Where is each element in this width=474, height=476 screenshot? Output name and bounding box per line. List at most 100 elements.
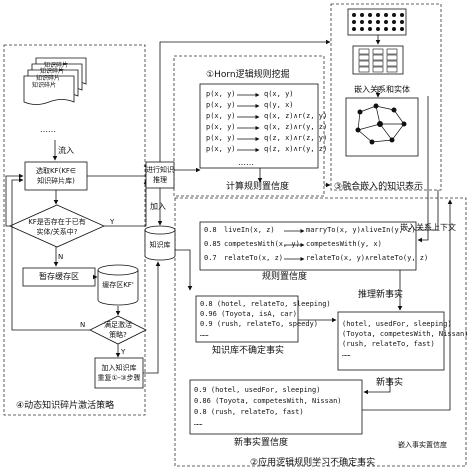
fact-conf-box xyxy=(189,379,363,435)
rule-conf-rhs: competesWith(y, x) xyxy=(306,240,382,248)
rule-conf-box xyxy=(199,221,417,271)
select-kf-text: 选取KF(KF∈ 知识碎片库) xyxy=(35,167,77,185)
horn-region xyxy=(173,55,325,197)
kb-cylinder xyxy=(144,225,176,261)
rule-conf-lhs: liveIn(x, z) xyxy=(224,226,275,234)
matrix-dot xyxy=(368,27,372,31)
embedding-cell xyxy=(386,48,398,55)
horn-rule-rhs: q(y, x) xyxy=(264,101,294,109)
embed-region xyxy=(330,3,442,191)
exist-decision-text: KF是否存在于已有 实体/关系中? xyxy=(28,218,86,236)
embedding-cell xyxy=(358,60,370,67)
matrix-dot xyxy=(368,20,372,24)
fact-conf-4: …… xyxy=(194,419,203,427)
learn-region xyxy=(174,197,467,467)
rule-conf-value: 0.85 xyxy=(204,240,221,248)
uncertain-label: 知识库不确定事实 xyxy=(212,346,285,356)
rule-conf-lhs: competesWith(x, y) xyxy=(224,240,300,248)
fact-conf-2: 0.86 (Toyota, competesWith, Nissan) xyxy=(194,397,342,405)
temp-area-text: 暂存缓存区 xyxy=(39,272,79,281)
new-fact-2: (Toyota, competesWith, Nissan) xyxy=(342,330,469,338)
rule-conf-rhs: marryTo(x, y)∧liveIn(y, z) xyxy=(306,226,416,234)
horn-rule-lhs: p(x, y) xyxy=(206,134,236,142)
embedding-cell xyxy=(372,60,384,67)
ellipsis-left: …… xyxy=(40,125,56,134)
uncertain-fact-3: 0.9 (rush, relateTo, speedy) xyxy=(200,320,319,328)
embed-relation-entity: 嵌入关系和实体 xyxy=(354,85,410,94)
matrix-dot xyxy=(360,27,364,31)
inflow-label: 流入 xyxy=(58,146,74,155)
uncertain-fact-1: 0.8 (hotel, relateTo, sleeping) xyxy=(200,300,331,308)
new-facts-box xyxy=(337,311,445,371)
strategy-title: ④动态知识碎片激活策略 xyxy=(16,401,115,411)
horn-rule-rhs: q(x, z)∧r(z, y) xyxy=(264,112,328,120)
matrix-dot xyxy=(368,13,372,17)
infer-new-label: 推理新事实 xyxy=(358,290,404,300)
add-label: 加入 xyxy=(150,202,166,211)
calc-rule-conf: 计算规则置信度 xyxy=(226,182,290,192)
horn-rule-lhs: p(x, y) xyxy=(206,101,236,109)
matrix-dot xyxy=(392,27,396,31)
matrix-dot xyxy=(376,13,380,17)
horn-rule-lhs: p(x, y) xyxy=(206,123,236,131)
horn-rule-rhs: q(x, z)∧r(y, z) xyxy=(264,123,328,131)
select-kf-box xyxy=(24,161,88,191)
rule-conf-rhs: relateTo(x, y)∧relateTo(y, z) xyxy=(306,254,429,262)
embed-title: ③融合嵌入的知识表示 xyxy=(334,182,424,192)
horn-rule-rhs: q(z, x)∧r(z, y) xyxy=(264,134,328,142)
exist-decision xyxy=(9,204,105,248)
activate-decision-text: 满足激活 策略? xyxy=(104,321,132,339)
embedding-cell xyxy=(386,54,398,61)
matrix-dot xyxy=(392,13,396,17)
matrix-dot xyxy=(392,20,396,24)
cache-cylinder xyxy=(97,264,139,306)
matrix-dot xyxy=(376,20,380,24)
embedding-cell xyxy=(372,54,384,61)
doc-label-1: 知识碎片 xyxy=(44,62,69,69)
embedding-cell xyxy=(386,66,398,73)
horn-rule-rhs: q(z, x)∧r(y, z) xyxy=(264,145,328,153)
uncertain-fact-4: …… xyxy=(200,330,209,338)
matrix-dot xyxy=(352,20,356,24)
inference-box xyxy=(145,161,175,189)
kb-text: 知识库 xyxy=(149,241,171,249)
new-fact-1: (hotel, usedFor, sleeping) xyxy=(342,320,452,328)
uncertain-fact-2: 0.96 (Toyota, isA, car) xyxy=(200,310,297,318)
matrix-dot xyxy=(360,20,364,24)
matrix-dot xyxy=(400,27,404,31)
matrix-dot xyxy=(384,27,388,31)
matrix-dot xyxy=(360,13,364,17)
matrix-dot xyxy=(400,20,404,24)
y-label-2: Y xyxy=(121,348,126,356)
matrix-dot xyxy=(400,13,404,17)
add-kb-box xyxy=(94,357,144,389)
rule-conf-value: 0.8 xyxy=(204,226,217,234)
horn-rule-lhs: p(x, y) xyxy=(206,145,236,153)
matrix-dot xyxy=(384,20,388,24)
embedded-graph xyxy=(345,97,419,157)
entity-matrix xyxy=(347,8,407,36)
fact-conf-label: 新事实置信度 xyxy=(234,438,289,448)
doc-label-3: 知识碎片 xyxy=(36,75,61,82)
new-fact-4: …… xyxy=(342,350,351,358)
rule-conf-value: 0.7 xyxy=(204,254,217,262)
horn-title: ①Horn逻辑规则挖掘 xyxy=(206,70,290,80)
horn-more: …… xyxy=(238,158,254,167)
matrix-dot xyxy=(352,27,356,31)
rule-conf-label: 规则置信度 xyxy=(262,272,308,282)
matrix-dot xyxy=(352,13,356,17)
embedding-cell xyxy=(386,60,398,67)
horn-rule-lhs: p(x, y) xyxy=(206,112,236,120)
doc-label-4: 知识碎片 xyxy=(32,82,57,89)
embed-upper-lower: 嵌入关系上下文 xyxy=(400,223,456,232)
embedding-cell xyxy=(358,48,370,55)
learn-title: ②应用逻辑规则学习不确定事实 xyxy=(250,458,376,468)
new-fact-3: (rush, relateTo, fast) xyxy=(342,340,435,348)
embed-fact-conf: 嵌入事实置信度 xyxy=(398,441,447,449)
embedding-columns xyxy=(352,45,404,75)
embedding-cell xyxy=(372,48,384,55)
cache-db-text: 缓存区KF' xyxy=(102,281,134,289)
uncertain-facts-box xyxy=(195,295,299,343)
matrix-dot xyxy=(376,27,380,31)
